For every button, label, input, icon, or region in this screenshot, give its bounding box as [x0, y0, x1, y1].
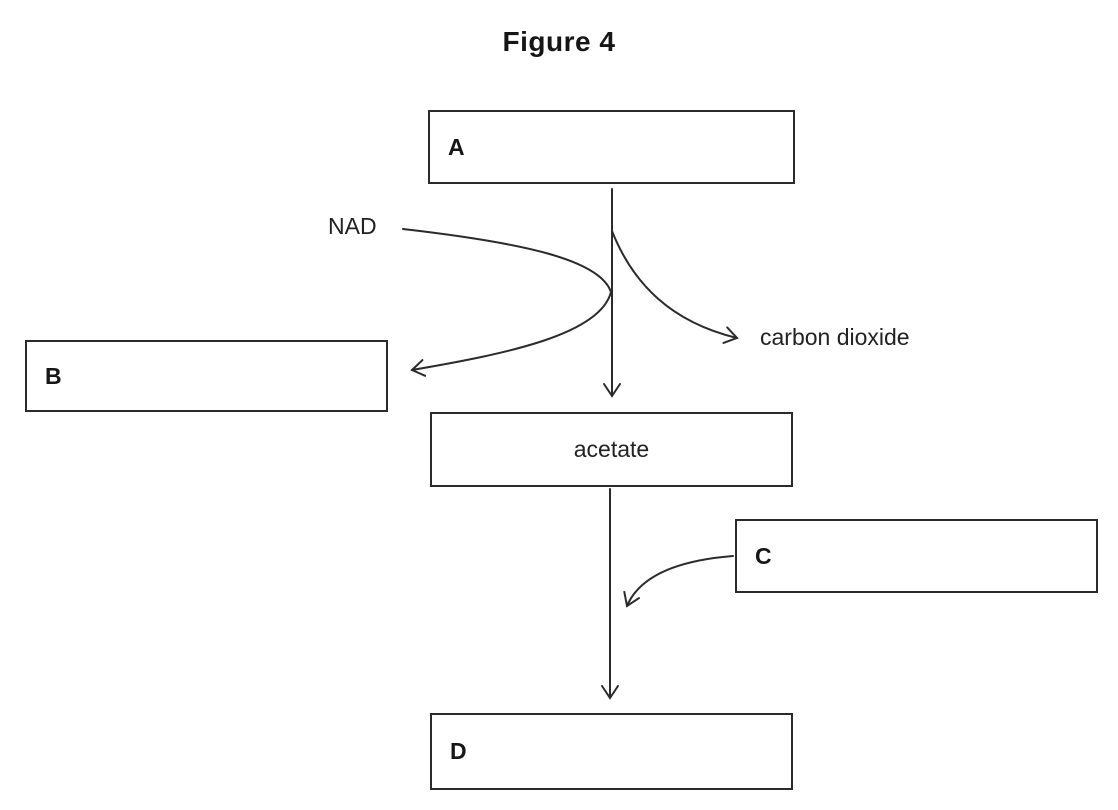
- node-box-acetate: acetate: [430, 412, 793, 487]
- node-box-c: C: [735, 519, 1098, 593]
- node-label-b: B: [45, 362, 62, 389]
- arrow-c-to-pathway: [623, 555, 734, 608]
- node-box-a: A: [428, 110, 795, 184]
- annotation-nad: NAD: [328, 213, 377, 239]
- annotation-carbon-dioxide: carbon dioxide: [760, 324, 910, 350]
- arrow-to-carbon-dioxide: [611, 230, 739, 344]
- node-label-c: C: [755, 542, 772, 569]
- node-label-acetate: acetate: [573, 436, 650, 462]
- node-label-a: A: [448, 133, 465, 160]
- node-label-d: D: [450, 738, 467, 764]
- node-box-d: D: [430, 713, 793, 790]
- figure-title: Figure 4: [502, 26, 616, 57]
- node-box-b: B: [25, 340, 388, 412]
- arrow-nad-to-b: [402, 228, 613, 377]
